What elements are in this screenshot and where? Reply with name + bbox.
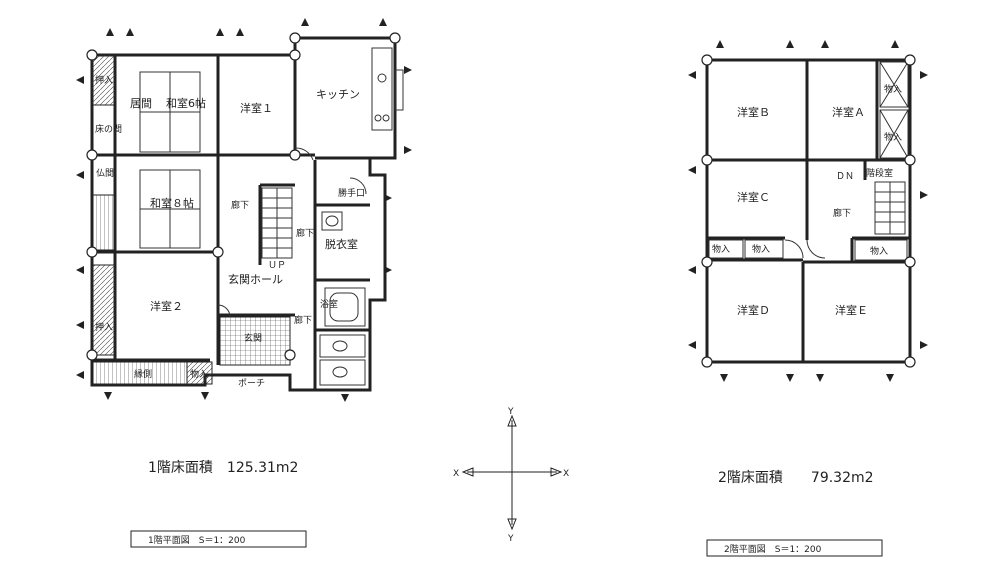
room-ouse-f2: 廊下 — [833, 207, 851, 219]
axis-y-top: Y — [507, 407, 514, 417]
room-katteguchi: 勝手口 — [338, 187, 365, 199]
floor2-caption: 2階平面図 S＝1：200 — [724, 544, 822, 555]
room-kaidanshitsu: 階段室 — [866, 167, 893, 179]
room-monoire1-f2: 物入 — [712, 243, 730, 255]
room-ouse2: 廊下 — [296, 227, 314, 239]
label-up: ＵＰ — [268, 261, 286, 271]
room-butsuma: 仏間 — [96, 168, 114, 179]
room-ima: 居間 — [130, 97, 152, 110]
floor1-caption-box — [130, 530, 307, 548]
room-washitsu8: 和室８帖 — [150, 196, 194, 210]
room-oshiire1: 押入 — [95, 74, 113, 86]
axis-compass: Y Y X X — [453, 407, 569, 544]
room-porch: ポーチ — [238, 378, 265, 389]
stair-floor1 — [261, 187, 293, 259]
room-yokushitsu: 浴室 — [320, 298, 338, 310]
room-datsuishitsu: 脱衣室 — [325, 237, 358, 251]
room-genkan: 玄関 — [244, 332, 262, 344]
axis-x-right: X — [563, 469, 569, 479]
room-youshitsuB: 洋室Ｂ — [737, 105, 770, 119]
axis-y-bottom: Y — [507, 534, 514, 544]
room-youshitsuA: 洋室Ａ — [832, 105, 865, 119]
room-youshitsuE: 洋室Ｅ — [835, 303, 868, 317]
floor1-area: 1階床面積 125.31m2 — [148, 460, 298, 476]
room-washitsu6: 和室6帖 — [166, 96, 206, 110]
room-youshitsuD: 洋室Ｄ — [737, 303, 770, 317]
room-tokonoma: 床の間 — [95, 123, 122, 135]
floor2-plan: 洋室Ｂ 洋室Ａ 洋室Ｃ ＤＮ 階段室 廊下 洋室Ｄ 洋室Ｅ 物入 物入 物入 物… — [688, 40, 928, 557]
floor2-area: 2階床面積 79.32m2 — [718, 470, 874, 486]
room-youshitsuC: 洋室Ｃ — [737, 190, 770, 204]
room-monoire3-f2: 物入 — [870, 245, 888, 257]
room-kitchen: キッチン — [316, 88, 360, 101]
room-ouse3: 廊下 — [294, 314, 312, 326]
room-ouse: 廊下 — [231, 199, 249, 211]
room-oshiire1-f2: 物入 — [884, 83, 902, 95]
label-dn: ＤＮ — [836, 172, 854, 182]
room-monoire2-f2: 物入 — [752, 243, 770, 255]
room-youshitsu2: 洋室２ — [150, 299, 183, 313]
axis-x-left: X — [453, 469, 459, 479]
room-oshiire2-f2: 物入 — [884, 131, 902, 143]
room-oshiire2: 押入 — [95, 321, 113, 333]
room-youshitsu1: 洋室１ — [240, 101, 273, 115]
floor2-caption-box — [706, 539, 883, 557]
floor1-caption: 1階平面図 S＝1：200 — [148, 535, 246, 546]
floor1-plan: 居間 和室6帖 洋室１ キッチン 床の間 仏間 和室８帖 廊下 勝手口 脱衣室 … — [76, 18, 412, 548]
room-monoire1: 物入 — [190, 368, 208, 380]
stair-floor2 — [874, 181, 906, 235]
room-genkanhall: 玄関ホール — [228, 272, 283, 286]
room-engawa: 縁側 — [134, 368, 152, 380]
